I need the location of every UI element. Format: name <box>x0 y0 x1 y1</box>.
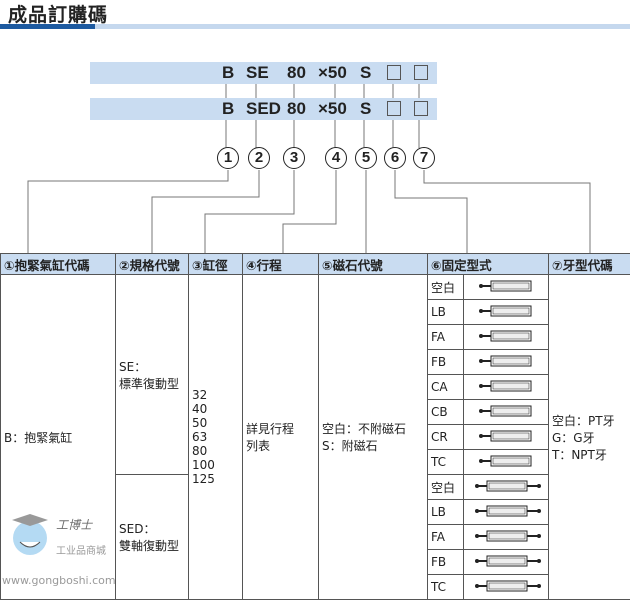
mount-code: CA <box>427 374 464 400</box>
mount-code: CR <box>427 424 464 450</box>
cylinder-icon <box>463 399 549 425</box>
title-underline-accent <box>0 24 95 29</box>
watermark-sub: 工业品商城 <box>56 546 106 557</box>
mount-code: FA <box>427 324 464 350</box>
page-title: 成品訂購碼 <box>8 4 109 26</box>
connector-lines <box>27 84 591 253</box>
stroke-note: 詳見行程列表 <box>242 274 319 600</box>
double-rod-cylinder-icon <box>463 474 549 500</box>
mount-code: 空白 <box>427 274 464 300</box>
watermark-url: www.gongboshi.com <box>2 574 116 587</box>
watermark-brand: 工博士 <box>56 518 93 532</box>
circle-5: 5 <box>355 147 377 169</box>
cylinder-icon <box>463 374 549 400</box>
header-mount: ⑥固定型式 <box>427 253 549 275</box>
code-part: SE <box>246 63 269 82</box>
cylinder-icon <box>463 324 549 350</box>
mount-code: FA <box>427 524 464 550</box>
spec-se: SE：標準復動型 <box>115 274 189 475</box>
mount-code: TC <box>427 574 464 600</box>
double-rod-cylinder-icon <box>463 574 549 600</box>
double-rod-cylinder-icon <box>463 499 549 525</box>
header-thread: ⑦牙型代碼 <box>548 253 630 275</box>
cylinder-icon <box>463 424 549 450</box>
code-bar-sed: B SED 80 ×50 S <box>90 98 437 120</box>
circle-1: 1 <box>217 147 239 169</box>
circle-6: 6 <box>384 147 406 169</box>
watermark-logo: 工博士 工业品商城 www.gongboshi.com <box>2 508 116 596</box>
code-part: S <box>360 63 372 82</box>
double-rod-cylinder-icon <box>463 549 549 575</box>
cylinder-icon <box>463 449 549 475</box>
code-part: ×50 <box>318 99 347 118</box>
blank-box <box>414 65 428 80</box>
code-part: 80 <box>287 63 306 82</box>
blank-box <box>387 101 401 116</box>
blank-box <box>414 101 428 116</box>
code-part: 80 <box>287 99 306 118</box>
circle-7: 7 <box>413 147 435 169</box>
order-code-table: ①抱緊氣缸代碼 ②規格代號 ③缸徑 ④行程 ⑤磁石代號 ⑥固定型式 ⑦牙型代碼 … <box>0 253 630 600</box>
cylinder-icon <box>463 274 549 300</box>
header-row: ①抱緊氣缸代碼 ②規格代號 ③缸徑 ④行程 ⑤磁石代號 ⑥固定型式 ⑦牙型代碼 <box>0 253 630 275</box>
mount-code: TC <box>427 449 464 475</box>
circle-4: 4 <box>325 147 347 169</box>
header-cylinder-code: ①抱緊氣缸代碼 <box>0 253 116 275</box>
code-part: S <box>360 99 372 118</box>
mount-code: FB <box>427 349 464 375</box>
mount-code: FB <box>427 549 464 575</box>
mount-code: LB <box>427 299 464 325</box>
double-rod-cylinder-icon <box>463 524 549 550</box>
header-stroke: ④行程 <box>242 253 319 275</box>
title-underline <box>0 24 630 29</box>
spec-sed: SED：雙軸復動型 <box>115 474 189 600</box>
cylinder-icon <box>463 299 549 325</box>
mount-code: 空白 <box>427 474 464 500</box>
cylinder-icon <box>463 349 549 375</box>
circle-2: 2 <box>248 147 270 169</box>
header-spec: ②規格代號 <box>115 253 189 275</box>
header-magnet: ⑤磁石代號 <box>318 253 428 275</box>
code-part: SED <box>246 99 281 118</box>
circle-3: 3 <box>283 147 305 169</box>
header-bore: ③缸徑 <box>188 253 243 275</box>
mount-code: CB <box>427 399 464 425</box>
mount-code: LB <box>427 499 464 525</box>
code-part: B <box>222 99 235 118</box>
blank-box <box>387 65 401 80</box>
code-part: B <box>222 63 235 82</box>
code-part: ×50 <box>318 63 347 82</box>
code-bar-se: B SE 80 ×50 S <box>90 62 437 84</box>
